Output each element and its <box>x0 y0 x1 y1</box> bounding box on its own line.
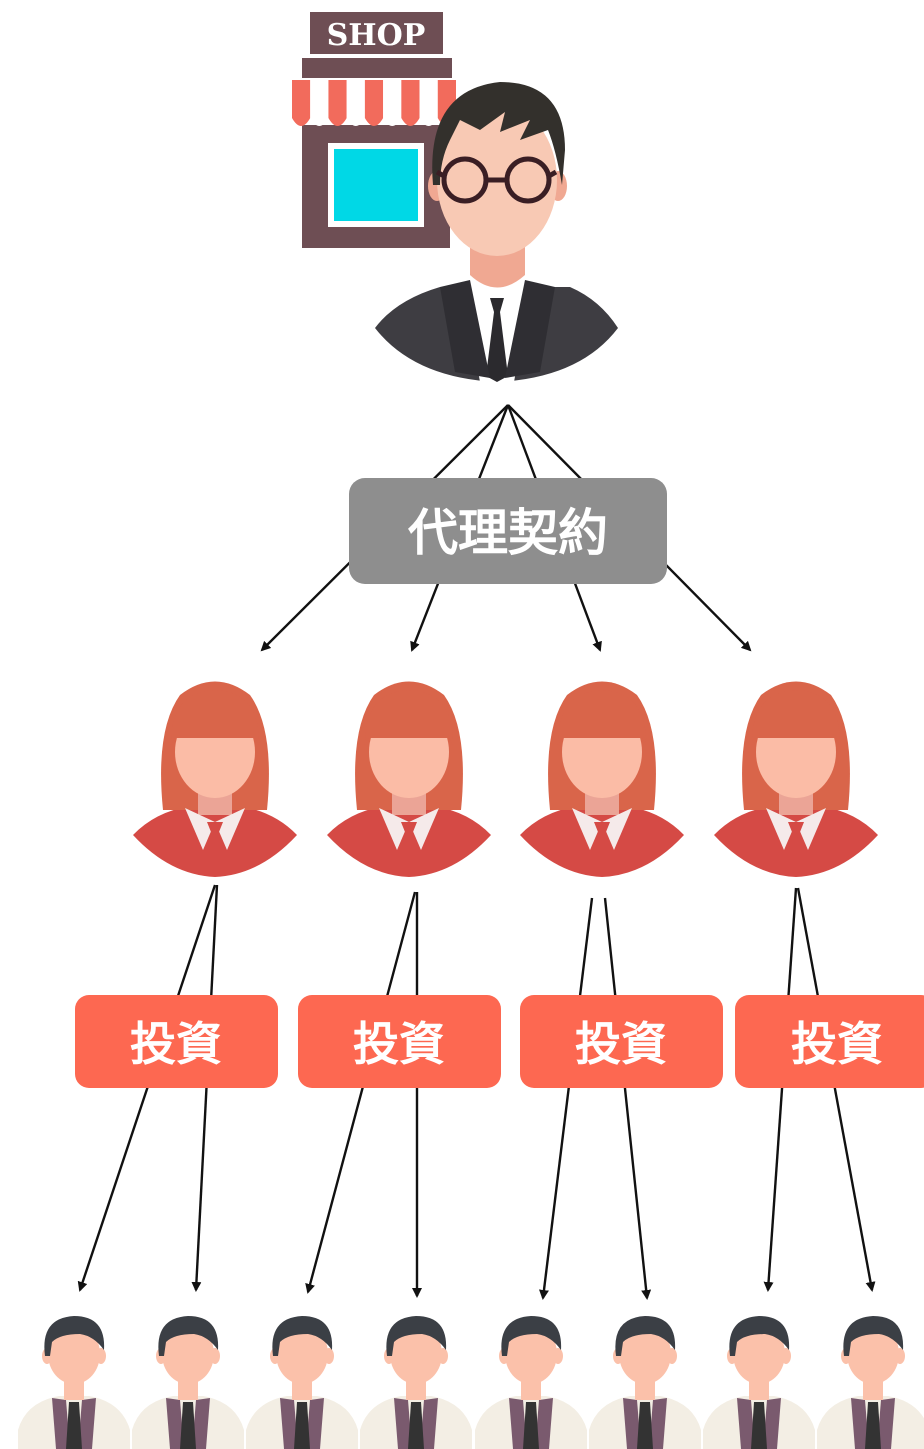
arrow <box>603 897 652 1300</box>
investment-label-text: 投資 <box>130 1017 222 1071</box>
investment-label-text: 投資 <box>575 1017 667 1071</box>
man-investor-icon <box>246 1316 358 1449</box>
man-investor-icon <box>18 1316 130 1449</box>
awning-stripe <box>292 80 311 126</box>
investment-label-box: 投資 <box>735 995 924 1088</box>
investment-labels: 投資 投資 投資 投資 <box>75 995 924 1088</box>
man-investor-icon <box>132 1316 244 1449</box>
investment-label-box: 投資 <box>298 995 501 1088</box>
shop-awning <box>292 80 456 126</box>
investment-label-text: 投資 <box>353 1017 445 1071</box>
shop-sign <box>310 12 443 54</box>
arrow <box>796 887 876 1292</box>
arrow <box>539 897 594 1300</box>
investors-row <box>18 1316 924 1449</box>
man-investor-icon <box>589 1316 701 1449</box>
man-investor-icon <box>817 1316 924 1449</box>
man-investor-icon <box>360 1316 472 1449</box>
awning-stripe <box>401 80 420 126</box>
awning-stripe <box>383 80 402 126</box>
man-investor-icon <box>703 1316 815 1449</box>
awning-stripe <box>364 80 384 126</box>
woman-agent-icon <box>520 681 684 877</box>
awning-stripe <box>328 80 347 126</box>
contract-label-text: 代理契約 <box>407 504 608 562</box>
investment-label-text: 投資 <box>791 1017 883 1071</box>
agents-row <box>133 681 878 877</box>
investment-label-box: 投資 <box>75 995 278 1088</box>
woman-agent-icon <box>327 681 491 877</box>
arrow <box>305 891 417 1294</box>
shop-sign-text: SHOP <box>327 18 426 53</box>
businessman-with-glasses-icon <box>375 82 618 382</box>
awning-stripe <box>346 80 365 126</box>
shop-roof <box>302 58 452 78</box>
shop-window <box>334 149 418 221</box>
woman-agent-icon <box>714 681 878 877</box>
man-investor-icon <box>475 1316 587 1449</box>
awning-stripe <box>310 80 329 126</box>
shop-icon: SHOP <box>292 12 456 248</box>
awning-stripe <box>419 80 438 126</box>
arrow <box>763 887 798 1292</box>
investment-arrows <box>77 884 876 1300</box>
woman-agent-icon <box>133 681 297 877</box>
contract-label-box: 代理契約 <box>349 478 667 584</box>
investment-label-box: 投資 <box>520 995 723 1088</box>
